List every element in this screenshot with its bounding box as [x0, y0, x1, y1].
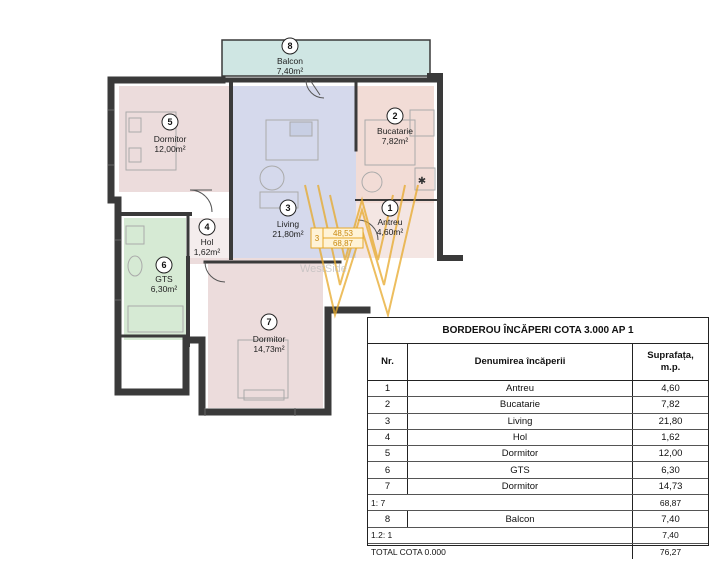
walls [107, 73, 463, 416]
svg-text:68,87: 68,87 [333, 239, 354, 248]
svg-text:Dormitor: Dormitor [253, 334, 286, 344]
cell-nr: 3 [368, 413, 408, 429]
doors [189, 79, 379, 283]
svg-text:Balcon: Balcon [277, 56, 303, 66]
kitchen-fill [356, 86, 434, 203]
cell-name: Bucatarie [408, 397, 633, 413]
svg-text:Bucatarie: Bucatarie [377, 126, 413, 136]
cell-nr: 4 [368, 429, 408, 446]
bedroom-7-fill [208, 262, 323, 408]
cell-name: Balcon [408, 511, 633, 527]
header-area-line2: m.p. [660, 362, 681, 373]
cell-nr: 5 [368, 446, 408, 462]
room-schedule-table: BORDEROU ÎNCĂPERI COTA 3.000 AP 1 Nr. De… [367, 317, 709, 560]
svg-text:14,73m²: 14,73m² [253, 344, 284, 354]
cell-nr: 7 [368, 478, 408, 495]
svg-text:6,30m²: 6,30m² [151, 284, 178, 294]
svg-text:3: 3 [315, 234, 320, 243]
watermark-text: WestSide [300, 263, 347, 275]
subtotal-value: 68,87 [659, 497, 682, 508]
apartment-stats: 3 48,53 68,87 [310, 227, 364, 249]
cell-name: Antreu [408, 381, 633, 397]
cell-name: Dormitor [408, 478, 633, 495]
svg-text:2: 2 [392, 111, 397, 121]
bedroom-5-fill [119, 86, 231, 192]
subtotal-row-1: 1: 7 68,87 [368, 495, 708, 512]
table-title: BORDEROU ÎNCĂPERI COTA 3.000 AP 1 [368, 318, 708, 344]
svg-text:7,82m²: 7,82m² [382, 136, 409, 146]
cell-area: 4,60 [661, 383, 680, 395]
cell-name: Living [408, 413, 633, 429]
svg-text:21,80m²: 21,80m² [272, 229, 303, 239]
svg-text:8: 8 [287, 41, 292, 51]
bathroom-fill [124, 218, 186, 340]
svg-text:Living: Living [277, 219, 299, 229]
svg-text:Antreu: Antreu [377, 217, 402, 227]
total-row: TOTAL COTA 0.000 76,27 [368, 543, 708, 560]
svg-text:48,53: 48,53 [333, 229, 354, 238]
cell-nr: 8 [368, 511, 408, 527]
cell-name: Dormitor [408, 446, 633, 462]
svg-text:GTS: GTS [155, 274, 173, 284]
svg-text:Dormitor: Dormitor [154, 134, 187, 144]
room-badge-5: 5 Dormitor 12,00m² [154, 113, 187, 154]
room-badge-1: 1 Antreu 4,60m² [377, 199, 404, 237]
cell-nr: 1 [368, 381, 408, 397]
cell-area: 21,80 [658, 415, 683, 427]
cell-nr: 6 [368, 462, 408, 478]
header-nr: Nr. [368, 344, 408, 380]
cell-area: 6,30 [661, 464, 680, 476]
table-header: Nr. Denumirea încăperii Suprafața, m.p. [368, 344, 708, 381]
total-label: TOTAL COTA 0.000 [368, 543, 633, 560]
fridge-icon: ✱ [418, 176, 426, 187]
svg-text:1: 1 [387, 203, 392, 213]
svg-text:7: 7 [266, 317, 271, 327]
svg-text:12,00m²: 12,00m² [154, 144, 185, 154]
cell-name: Hol [408, 429, 633, 446]
svg-text:7,40m²: 7,40m² [277, 66, 304, 76]
svg-text:4: 4 [204, 222, 209, 232]
cell-area: 7,40 [661, 513, 680, 525]
svg-text:5: 5 [167, 117, 172, 127]
room-badge-8: 8 Balcon 7,40m² [277, 37, 304, 76]
subtotal-value: 7,40 [662, 530, 679, 541]
room-badge-3: 3 Living 21,80m² [272, 199, 304, 239]
cell-area: 14,73 [658, 480, 683, 492]
cell-name: GTS [408, 462, 633, 478]
subtotal-label: 1: 7 [368, 495, 633, 511]
balcony-fill [221, 39, 431, 77]
svg-text:6: 6 [161, 260, 166, 270]
room-badge-7: 7 Dormitor 14,73m² [253, 313, 286, 354]
windows [108, 109, 296, 416]
room-badge-6: 6 GTS 6,30m² [151, 256, 178, 294]
subtotal-row-2: 1.2: 1 7,40 [368, 527, 708, 544]
header-area-line1: Suprafața, [647, 350, 694, 361]
svg-text:1,62m²: 1,62m² [194, 247, 221, 257]
cell-nr: 2 [368, 397, 408, 413]
header-area: Suprafața, m.p. [633, 344, 708, 380]
subtotal-label: 1.2: 1 [368, 527, 633, 543]
svg-text:Hol: Hol [201, 237, 214, 247]
cell-area: 1,62 [661, 432, 680, 444]
room-badge-2: 2 Bucatarie 7,82m² [377, 107, 413, 146]
svg-text:3: 3 [285, 203, 290, 213]
svg-text:4,60m²: 4,60m² [377, 227, 404, 237]
header-name: Denumirea încăperii [408, 344, 633, 380]
room-badge-4: 4 Hol 1,62m² [194, 218, 221, 257]
cell-area: 7,82 [661, 399, 680, 411]
furniture [125, 109, 436, 401]
total-value: 76,27 [659, 546, 682, 557]
cell-area: 12,00 [658, 448, 683, 460]
